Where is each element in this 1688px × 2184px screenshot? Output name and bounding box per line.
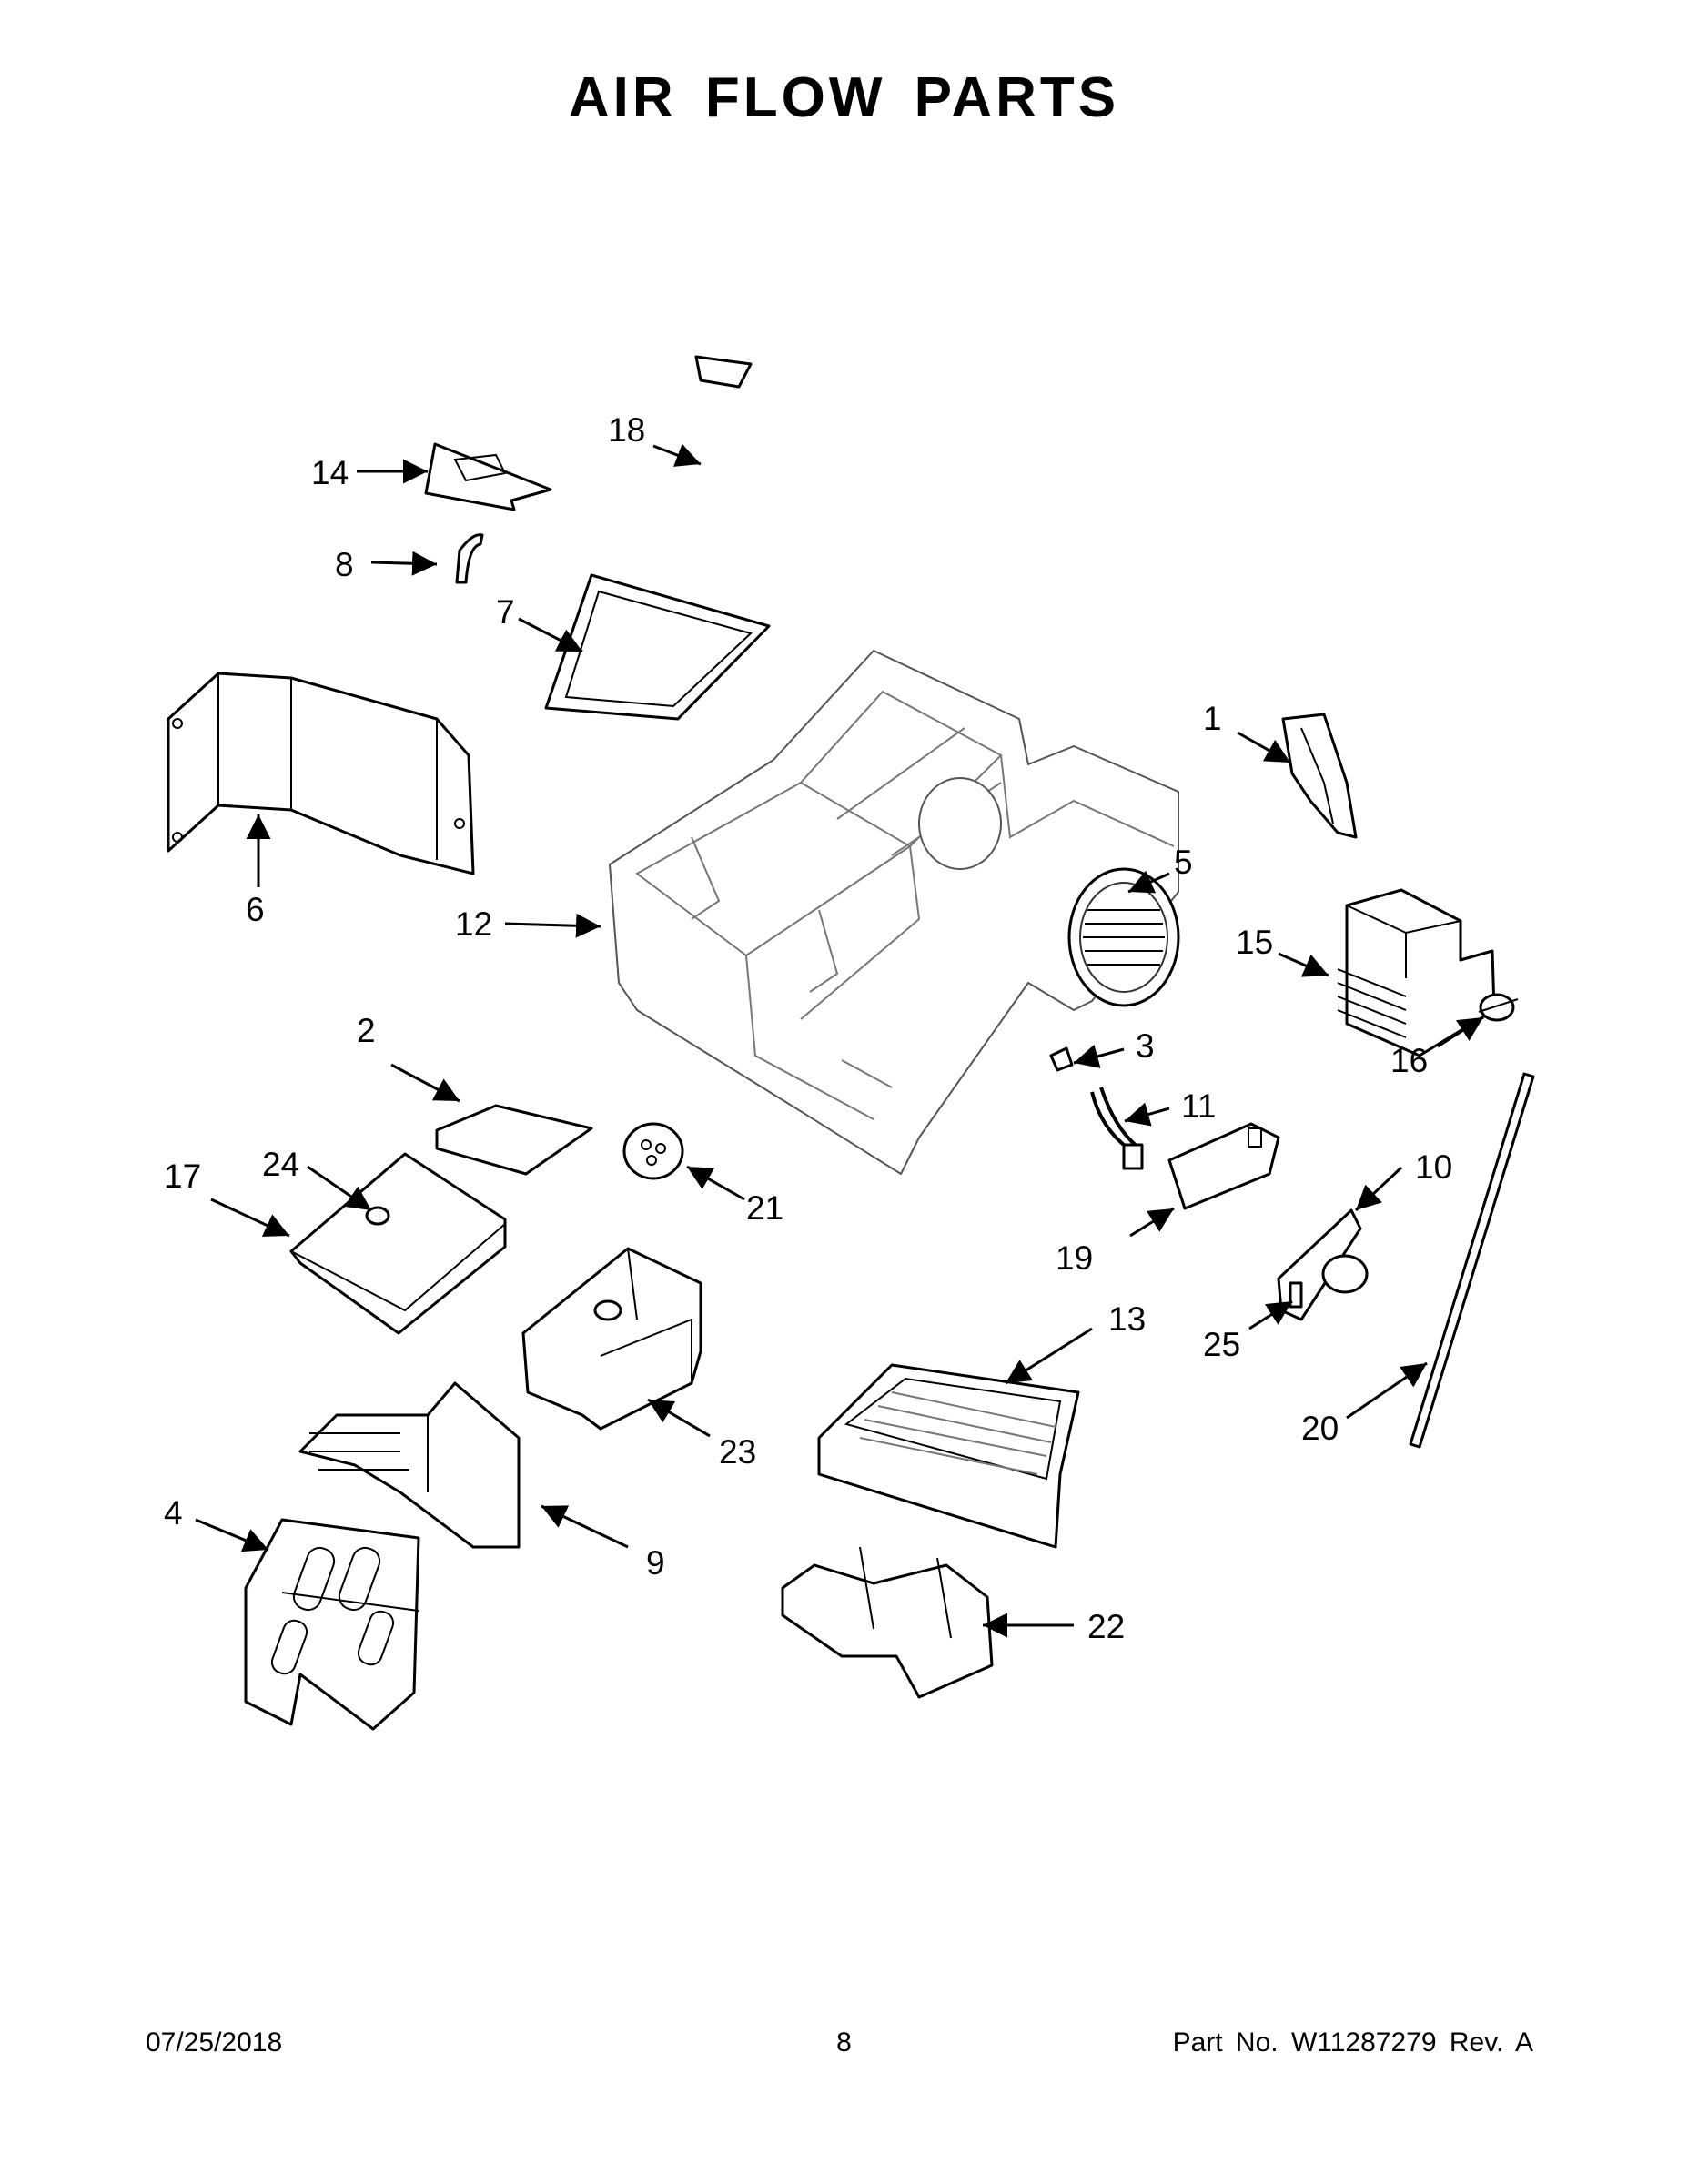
- part-17-duct-cover: [289, 1152, 507, 1335]
- part-15-magnetron: [1337, 888, 1496, 1057]
- part-12-duct-housing: [609, 650, 1180, 1175]
- part-20-rod: [1409, 1072, 1535, 1449]
- part-24-switch: [365, 1206, 390, 1226]
- callout-21: 21: [746, 1189, 783, 1227]
- part-13-grille: [817, 1363, 1080, 1549]
- callout-23: 23: [719, 1433, 756, 1471]
- part-7-filter-frame: [544, 573, 771, 721]
- part-8-tube: [455, 533, 484, 584]
- callout-7: 7: [496, 593, 515, 631]
- callout-1: 1: [1203, 700, 1222, 737]
- footer-date: 07/25/2018: [146, 2027, 283, 2058]
- part-6-air-guide: [167, 672, 475, 875]
- callout-6: 6: [246, 891, 265, 928]
- part-4-mounting-bracket: [244, 1518, 420, 1731]
- callout-14: 14: [311, 454, 349, 491]
- footer-part-number: Part No. W11287279 Rev. A: [1172, 2027, 1533, 2058]
- callout-13: 13: [1108, 1300, 1146, 1338]
- callout-labels: 14 18 8 7 6 1 5 12 15 16 2 3 11 21 24 17…: [164, 411, 1452, 1645]
- callout-4: 4: [164, 1494, 183, 1532]
- callout-9: 9: [646, 1544, 665, 1582]
- callout-8: 8: [335, 546, 354, 583]
- callout-16: 16: [1390, 1042, 1428, 1079]
- callout-15: 15: [1236, 924, 1273, 961]
- callout-20: 20: [1301, 1410, 1339, 1447]
- footer-page-number: 8: [836, 2027, 852, 2058]
- part-1-bracket: [1281, 713, 1358, 839]
- callout-22: 22: [1087, 1608, 1125, 1645]
- part-3-fuse: [1049, 1046, 1074, 1072]
- part-16-thermostat: [1478, 993, 1519, 1022]
- part-19-control-board: [1167, 1122, 1280, 1210]
- callout-25: 25: [1203, 1326, 1240, 1363]
- callout-11: 11: [1181, 1087, 1216, 1125]
- part-18-pad: [694, 355, 753, 389]
- callout-5: 5: [1174, 844, 1193, 881]
- part-22-deflector: [781, 1546, 994, 1699]
- part-11-wire-harness: [1090, 1087, 1144, 1170]
- part-9-duct-assembly: [298, 1381, 521, 1549]
- callout-2: 2: [357, 1012, 376, 1049]
- part-25-damper-motor: [1289, 1254, 1369, 1309]
- callout-3: 3: [1136, 1027, 1155, 1065]
- callout-18: 18: [608, 411, 645, 449]
- part-14-duct-panel: [424, 442, 552, 511]
- callout-24: 24: [262, 1146, 299, 1183]
- callout-17: 17: [164, 1158, 201, 1195]
- callout-19: 19: [1056, 1239, 1093, 1277]
- callout-10: 10: [1415, 1148, 1452, 1186]
- part-23-blower-housing: [521, 1247, 702, 1431]
- part-2-cover-plate: [435, 1104, 593, 1176]
- callout-arrows: [195, 443, 1484, 1638]
- page-title: AIR FLOW PARTS: [568, 66, 1120, 129]
- part-21-fan: [622, 1122, 684, 1180]
- callout-12: 12: [455, 905, 492, 943]
